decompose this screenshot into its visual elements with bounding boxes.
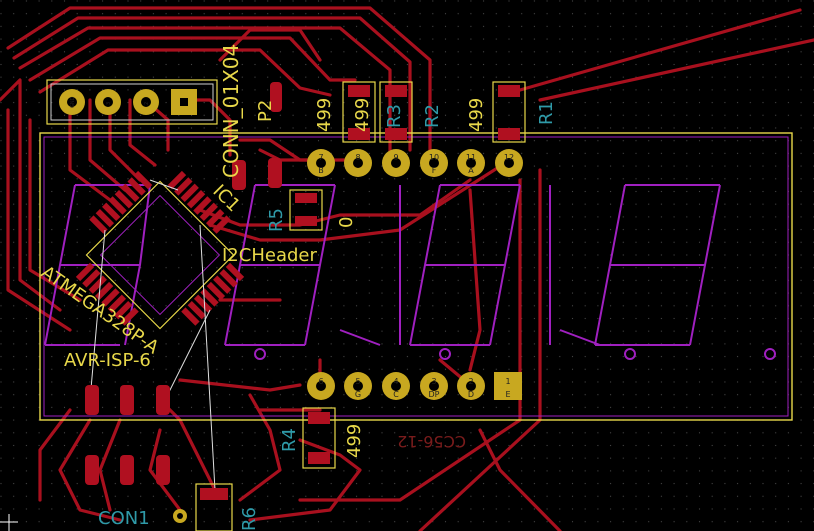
svg-text:4: 4: [393, 377, 398, 386]
r2-value-label: 499: [352, 98, 373, 132]
svg-text:11: 11: [466, 153, 476, 162]
r1-ref-label: R1: [536, 101, 557, 125]
resistor-r4[interactable]: [302, 407, 336, 469]
r3-ref-label: R3: [384, 104, 405, 128]
r3-value-label: 499: [314, 98, 335, 132]
display-pad-numbers-top: 7 8 9 10 11 12 B F A: [318, 153, 514, 175]
svg-text:5: 5: [355, 377, 360, 386]
header-pin-label: 2: [144, 102, 150, 105]
i2c-header-label: I2CHeader: [222, 245, 317, 266]
r5-ref-label: R5: [266, 208, 287, 232]
svg-text:3: 3: [431, 377, 436, 386]
con1-ref-label: CON1: [98, 508, 150, 529]
resistor-r5[interactable]: [289, 189, 323, 231]
conn-value-label: CONN_01X04: [219, 44, 243, 178]
svg-text:6: 6: [318, 377, 323, 386]
r4-ref-label: R4: [279, 428, 300, 452]
header-pin-label: 3: [106, 102, 112, 105]
p2-ref-label: P2: [255, 100, 276, 122]
display-value-label: CC56-12: [397, 432, 466, 451]
header-p2[interactable]: GND 3 2: [46, 79, 218, 125]
svg-text:F: F: [432, 166, 437, 175]
avr-isp-label: AVR-ISP-6: [64, 350, 151, 371]
display-pads-bottom[interactable]: [307, 372, 522, 400]
svg-text:DP: DP: [429, 390, 440, 399]
svg-text:12: 12: [504, 153, 514, 162]
resistor-r1[interactable]: [492, 81, 526, 143]
svg-text:A: A: [468, 166, 474, 175]
svg-text:D: D: [468, 390, 474, 399]
display-segments: [44, 184, 776, 360]
display-pad-numbers-bottom: 6 5 4 3 2 1 G C DP D E: [318, 377, 510, 399]
cursor-crosshair: [0, 514, 18, 531]
svg-text:E: E: [505, 390, 510, 399]
resistor-r3[interactable]: [342, 81, 376, 143]
svg-text:9: 9: [393, 153, 398, 162]
header-pin-label: GND: [70, 96, 76, 108]
svg-text:7: 7: [318, 153, 323, 162]
r1-value-label: 499: [466, 98, 487, 132]
svg-text:1: 1: [505, 377, 510, 386]
ratsnest: [89, 179, 216, 491]
display-outline: [39, 132, 793, 421]
atmega-chip[interactable]: [54, 149, 266, 361]
smd-pads: [85, 82, 282, 485]
svg-text:B: B: [318, 166, 324, 175]
r4-value-label: 499: [344, 424, 365, 458]
resistor-r2[interactable]: [379, 81, 413, 143]
svg-text:10: 10: [429, 153, 439, 162]
resistor-r6[interactable]: [195, 483, 233, 531]
r5-value-label: 0: [336, 217, 357, 228]
svg-text:C: C: [393, 390, 399, 399]
svg-text:8: 8: [355, 153, 360, 162]
display-pads-top[interactable]: [307, 149, 523, 177]
r2-ref-label: R2: [422, 104, 443, 128]
r6-ref-label: R6: [239, 507, 260, 531]
svg-text:2: 2: [468, 377, 473, 386]
svg-text:G: G: [355, 390, 361, 399]
